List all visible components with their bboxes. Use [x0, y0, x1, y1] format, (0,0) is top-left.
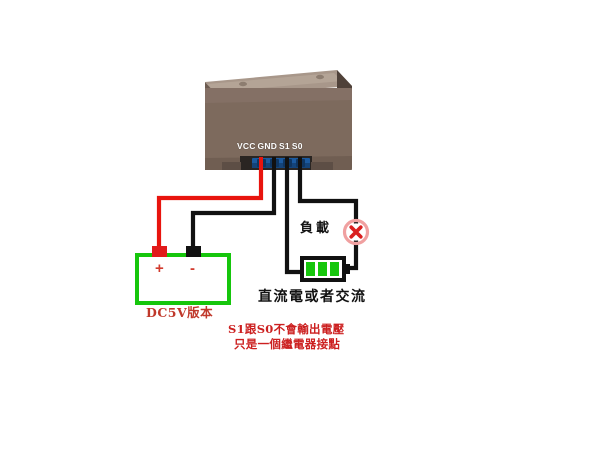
wire-group — [156, 170, 359, 275]
load-label: 負載 — [300, 221, 333, 236]
power-supply-plus-terminal — [152, 246, 167, 257]
terminal-label-s1: S1 — [279, 141, 290, 151]
load-source-label: 直流電或者交流 — [258, 289, 367, 305]
meter-bottom-lip-left — [222, 162, 241, 170]
terminal-label-s0: S0 — [291, 141, 303, 151]
wire-stub-vcc — [259, 157, 263, 170]
wire-stub-gnd — [272, 157, 276, 170]
battery-icon-nub — [344, 264, 350, 274]
wire-vcc — [156, 170, 264, 250]
terminal-label-gnd: GND — [257, 141, 278, 151]
battery-icon-cell-3 — [330, 262, 339, 276]
screw-dimple-left-icon — [239, 81, 247, 87]
wire-gnd — [190, 170, 277, 250]
power-supply-plus-label: + — [155, 260, 164, 277]
terminal-strip-shade — [252, 163, 310, 168]
meter-bottom-lip-right — [311, 162, 333, 170]
power-supply-label: DC5V版本 — [146, 305, 214, 320]
meter-body — [205, 88, 352, 170]
wire-s1 — [284, 170, 302, 275]
power-supply-minus-terminal — [186, 246, 201, 257]
terminal-label-vcc: VCC — [237, 141, 256, 151]
note-line-1: S1跟S0不會輸出電壓 — [228, 322, 345, 336]
wire-s0 — [297, 170, 359, 271]
power-supply-body — [135, 253, 231, 305]
battery-icon-cell-2 — [318, 262, 327, 276]
power-supply-battery — [135, 246, 231, 305]
meter-body-shade — [205, 88, 352, 103]
power-supply-minus-label: - — [190, 260, 195, 277]
screw-dimple-right-icon — [316, 74, 324, 80]
wire-stub-s0 — [298, 157, 302, 170]
meter-top-highlight — [207, 73, 342, 92]
battery-icon-cell-1 — [306, 262, 315, 276]
load-x-circle-icon — [342, 218, 370, 246]
load-battery-icon — [300, 256, 350, 282]
note-line-2: 只是一個繼電器接點 — [234, 337, 341, 351]
meter-module — [205, 70, 352, 170]
wire-stub-s1 — [285, 157, 289, 170]
